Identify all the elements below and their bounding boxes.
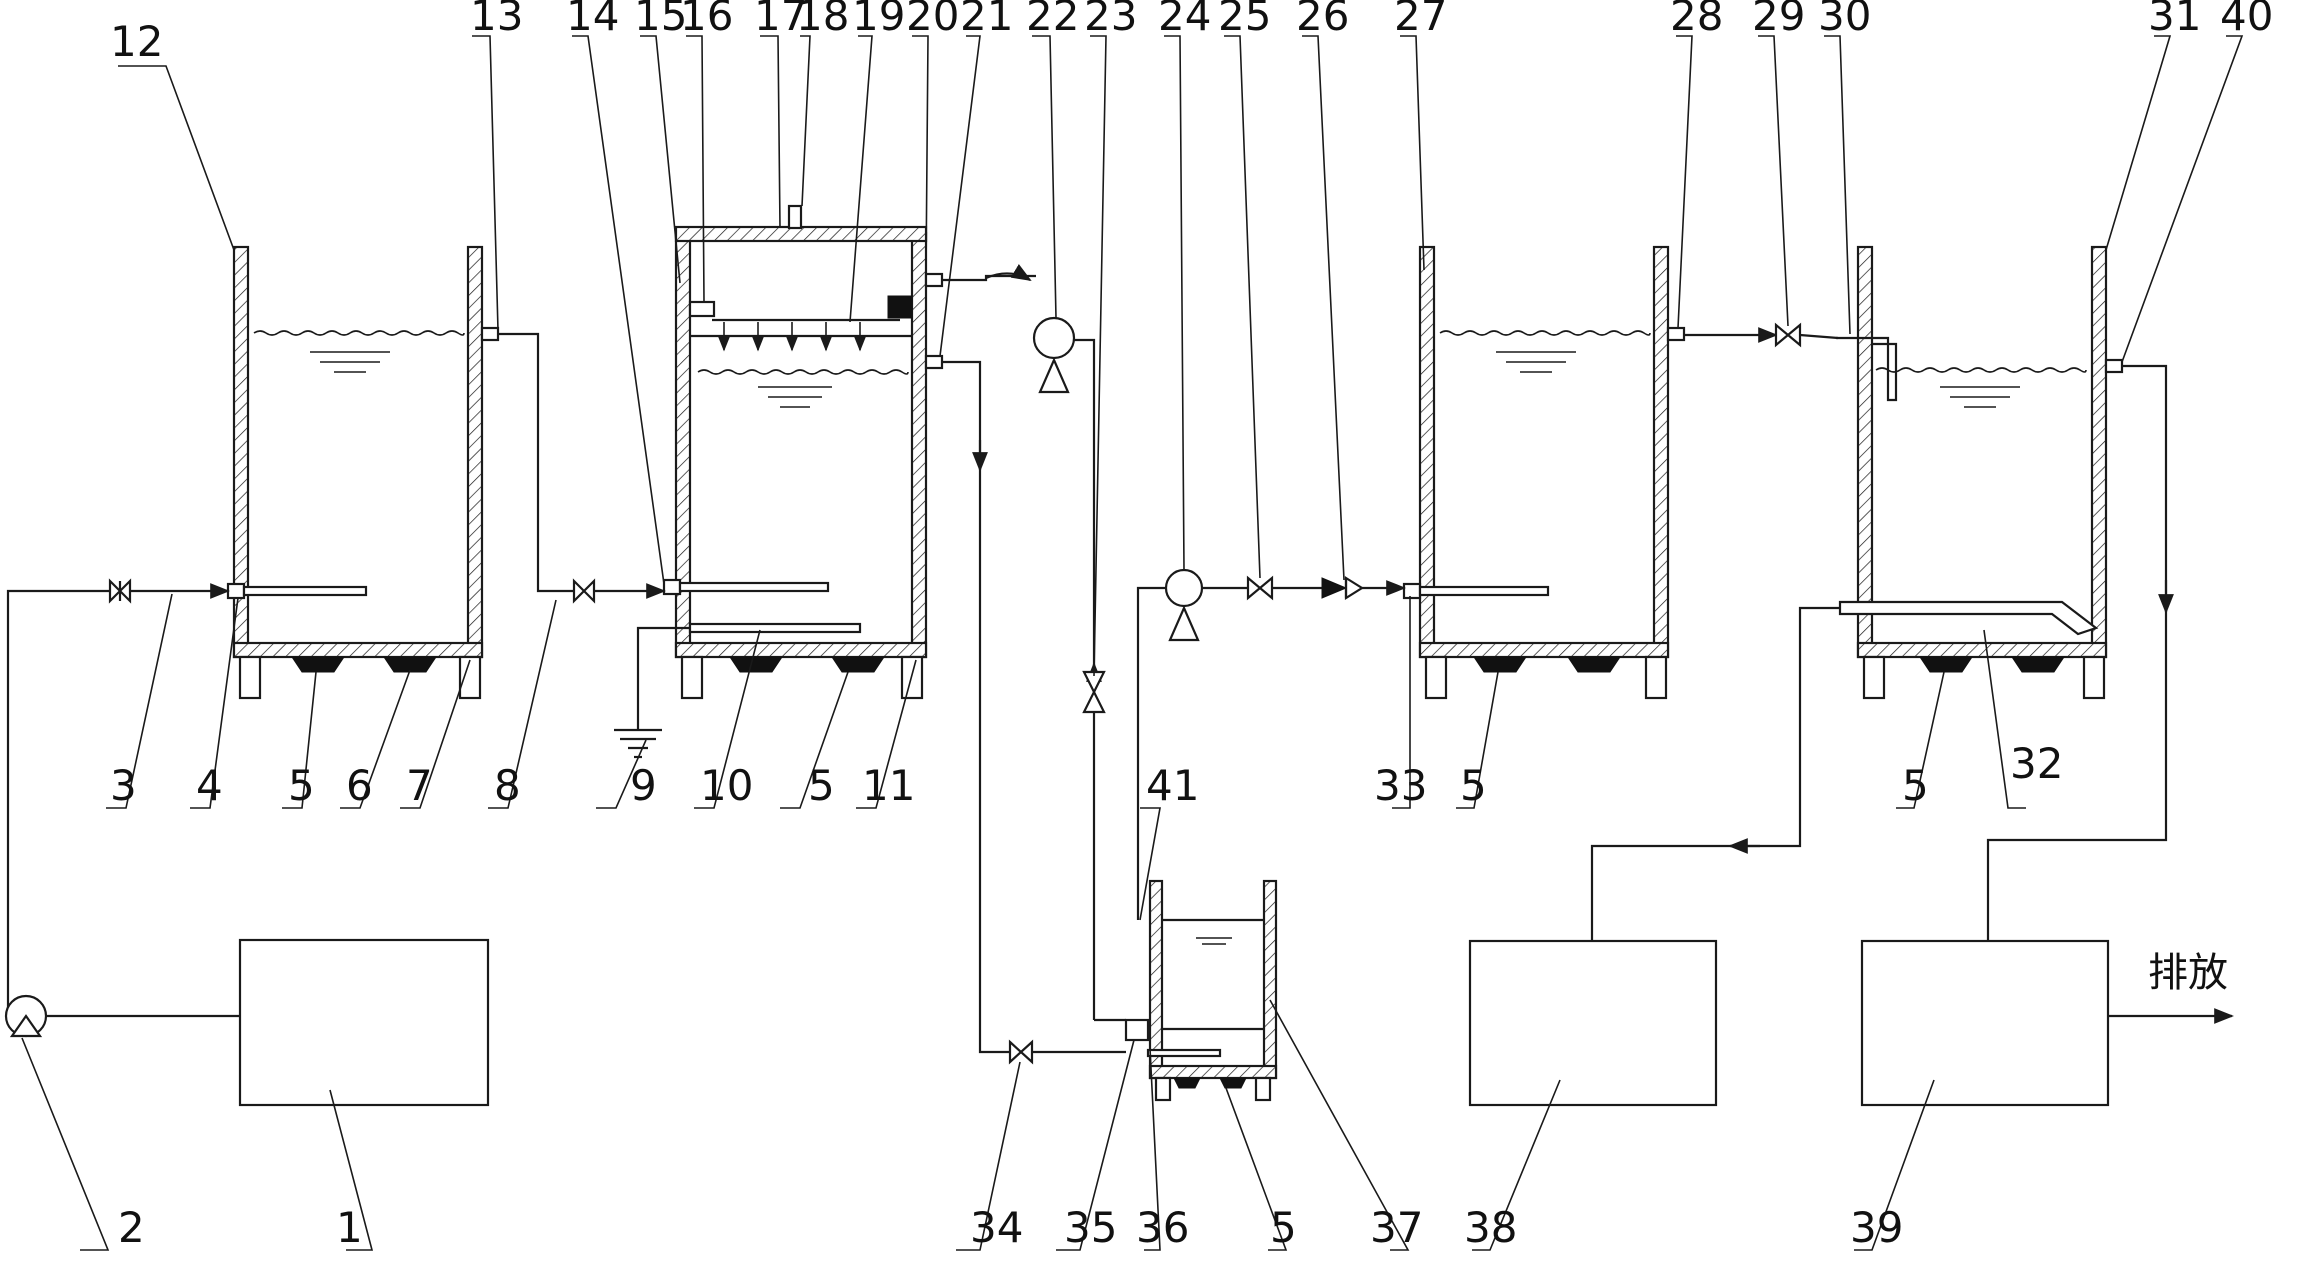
ultrasonic-transducer-icon	[1567, 656, 1621, 673]
spray-nozzles	[718, 322, 866, 352]
gate-valve-icon	[1082, 670, 1106, 714]
label-7: 7	[406, 761, 433, 810]
label-23: 23	[1084, 0, 1137, 40]
tank-12	[226, 245, 500, 700]
label-35: 35	[1064, 1203, 1117, 1252]
ultrasonic-transducer-icon	[1173, 1077, 1201, 1089]
label-22: 22	[1026, 0, 1079, 40]
label-1: 1	[336, 1203, 363, 1252]
tank-37	[1124, 879, 1278, 1102]
piping	[6, 264, 2234, 1054]
ultrasonic-transducer-icon	[383, 656, 437, 673]
gate-valve-icon	[1008, 1039, 1034, 1065]
label-34: 34	[970, 1203, 1023, 1252]
label-29: 29	[1752, 0, 1805, 40]
ultrasonic-transducer-icon	[1473, 656, 1527, 673]
label-21: 21	[960, 0, 1013, 40]
label-16: 16	[680, 0, 733, 40]
water-level-icon	[1940, 386, 2020, 408]
label-32: 32	[2010, 739, 2063, 788]
gate-valve-icon	[572, 578, 596, 604]
raw-water-tank-1	[238, 938, 490, 1107]
outlet-hopper-32	[1838, 600, 2099, 636]
label-8: 8	[494, 761, 521, 810]
label-3: 3	[110, 761, 137, 810]
label-24: 24	[1158, 0, 1211, 40]
label-11: 11	[862, 761, 915, 810]
label-41: 41	[1146, 761, 1199, 810]
label-18: 18	[796, 0, 849, 40]
label-27: 27	[1394, 0, 1447, 40]
gate-valve-icon	[1246, 575, 1274, 601]
label-5c: 5	[1460, 761, 1487, 810]
label-15: 15	[634, 0, 687, 40]
ultrasonic-transducer-icon	[831, 656, 885, 673]
label-33: 33	[1374, 761, 1427, 810]
pump-icon	[1032, 316, 1076, 394]
label-19: 19	[852, 0, 905, 40]
label-40: 40	[2220, 0, 2273, 40]
ground-symbol-icon	[614, 728, 662, 759]
ultrasonic-transducer-icon	[1919, 656, 1973, 673]
label-36: 36	[1136, 1203, 1189, 1252]
label-37: 37	[1370, 1203, 1423, 1252]
label-25: 25	[1218, 0, 1271, 40]
check-valve-icon	[1321, 576, 1365, 600]
label-4: 4	[196, 761, 223, 810]
pump-icon	[4, 994, 48, 1038]
water-level-icon	[758, 386, 832, 408]
leader-lines	[21, 35, 2244, 1251]
label-5b: 5	[808, 761, 835, 810]
label-13: 13	[470, 0, 523, 40]
ultrasonic-transducer-icon	[2011, 656, 2065, 673]
label-12: 12	[110, 17, 163, 66]
water-level-icon	[310, 351, 390, 373]
tank-27	[1402, 245, 1686, 700]
label-20: 20	[906, 0, 959, 40]
pump-icon	[1164, 568, 1204, 642]
ultrasonic-transducer-icon	[729, 656, 783, 673]
label-30: 30	[1818, 0, 1871, 40]
unit-39	[1860, 939, 2110, 1107]
label-5d: 5	[1902, 761, 1929, 810]
label-38: 38	[1464, 1203, 1517, 1252]
ultrasonic-transducer-icon	[1219, 1077, 1247, 1089]
tank-31	[1836, 245, 2124, 700]
label-6: 6	[346, 761, 373, 810]
gate-valve-icon	[108, 578, 132, 604]
discharge-label: 排放	[2148, 950, 2228, 996]
water-level-icon	[1496, 351, 1576, 373]
water-level-icon	[1196, 937, 1232, 945]
exhaust-pipe	[787, 204, 803, 230]
label-28: 28	[1670, 0, 1723, 40]
label-39: 39	[1850, 1203, 1903, 1252]
label-14: 14	[566, 0, 619, 40]
label-2: 2	[118, 1203, 145, 1252]
label-17: 17	[754, 0, 807, 40]
ultrasonic-transducer-icon	[291, 656, 345, 673]
label-5a: 5	[288, 761, 315, 810]
label-9: 9	[630, 761, 657, 810]
label-10: 10	[700, 761, 753, 810]
reactor-tank-15	[662, 204, 944, 700]
unit-38	[1468, 939, 1718, 1107]
gate-valve-icon	[1774, 322, 1802, 348]
electrode-plate	[688, 622, 862, 634]
label-26: 26	[1296, 0, 1349, 40]
label-5e: 5	[1270, 1203, 1297, 1252]
label-31: 31	[2148, 0, 2201, 40]
